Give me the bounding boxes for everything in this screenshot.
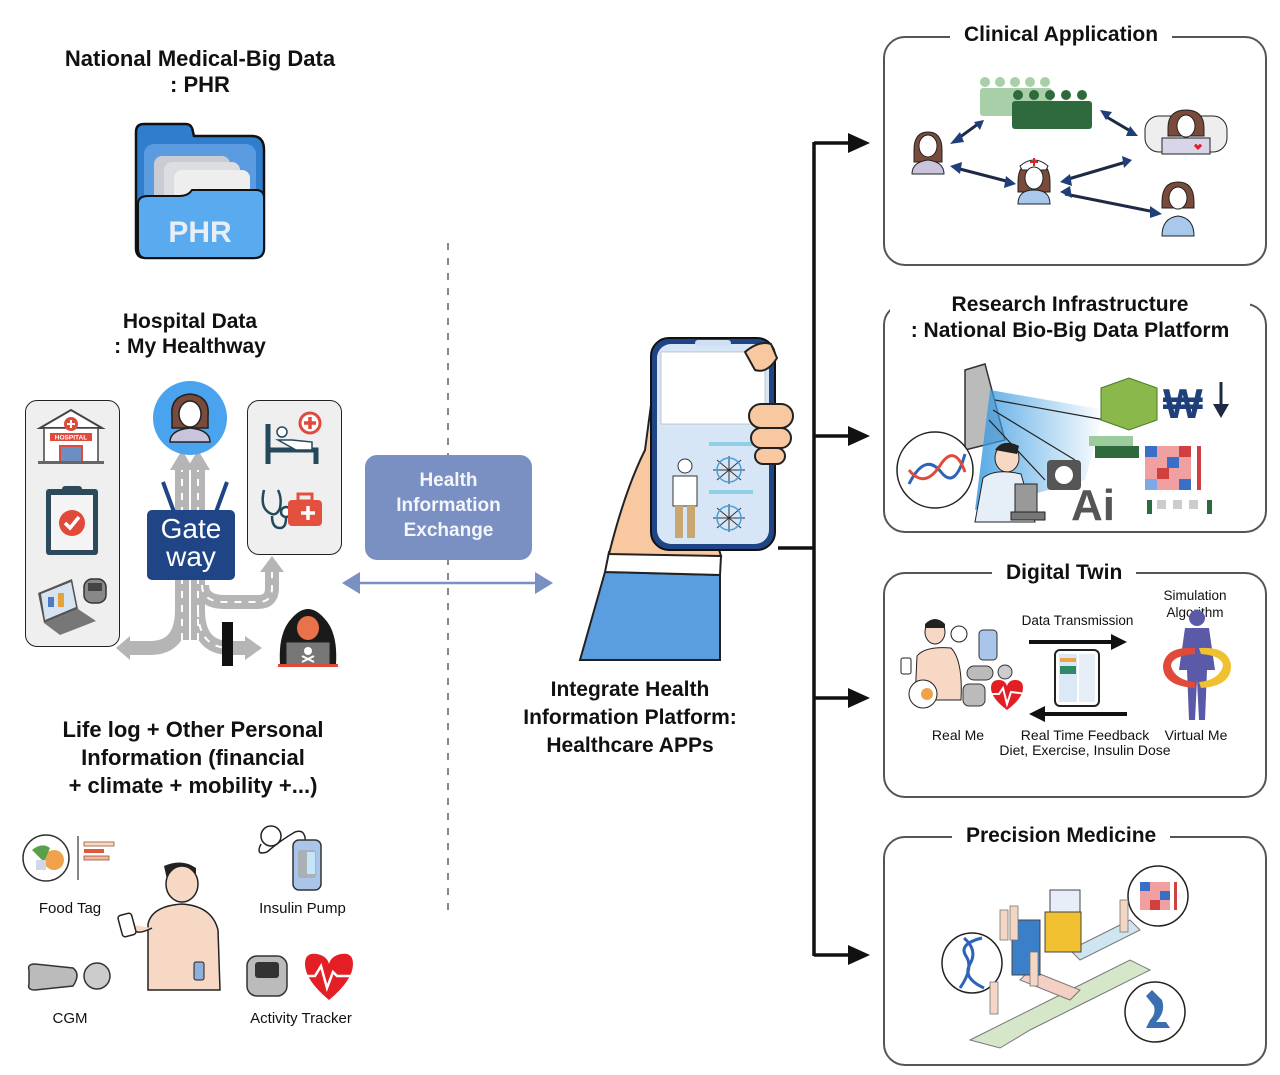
research-title-line2: : National Bio-Big Data Platform xyxy=(910,318,1230,342)
simulation-line1: Simulation xyxy=(1163,588,1227,603)
ai-label: Ai xyxy=(1071,481,1115,530)
hospital-bed-icon xyxy=(265,411,322,464)
feedback-line1: Real Time Feedback xyxy=(1020,727,1150,743)
strong-patient-icon xyxy=(1144,109,1228,155)
gateway-label-line1: Gate xyxy=(160,513,222,544)
hospital-title-line1: Hospital Data xyxy=(122,310,258,333)
arrow-to-clinical xyxy=(848,133,870,153)
down-arrow-icon xyxy=(1213,404,1229,418)
patient-avatar-icon xyxy=(153,381,227,455)
research-illustration: Ai ₩ xyxy=(896,363,1229,530)
cgm-sensor-icon xyxy=(27,962,111,991)
patient-person-icon xyxy=(911,131,945,175)
gateway-antennas xyxy=(161,481,229,513)
patient-with-devices-icon xyxy=(117,862,221,991)
food-plate-icon xyxy=(22,834,115,882)
hie-line1: Health xyxy=(419,470,478,491)
hospital-sign-text: HOSPITAL xyxy=(55,435,87,442)
block-bar xyxy=(222,622,233,666)
phr-title: National Medical-Big Data : PHR xyxy=(20,46,380,98)
gateway-box: Gate way xyxy=(147,510,235,580)
smartwatch-heart-icon xyxy=(246,953,357,1000)
clinical-records-box xyxy=(247,400,342,555)
stethoscope-medkit-icon xyxy=(261,489,322,530)
platform-line3: Healthcare APPs xyxy=(546,734,714,757)
precision-medicine-illustration xyxy=(941,865,1189,1049)
lifelog-title: Life log + Other Personal Information (f… xyxy=(20,716,366,800)
lifelog-line2: Information (financial xyxy=(81,745,305,770)
distribution-connector xyxy=(778,133,870,965)
hie-line2: Information xyxy=(396,495,501,516)
feedback-arrow-left xyxy=(1029,706,1127,722)
research-title-line1: Research Infrastructure xyxy=(951,293,1189,316)
hie-bidirectional-arrow xyxy=(342,572,553,594)
nurse-icon xyxy=(1017,158,1051,205)
hospital-data-title: Hospital Data : My Healthway xyxy=(40,310,340,360)
virtual-me-body-icon xyxy=(1163,610,1231,720)
scientist-microscope-icon xyxy=(974,442,1046,523)
doctor-icon xyxy=(1161,181,1195,237)
device-label-cgm: CGM xyxy=(52,1010,88,1027)
device-label-food-tag: Food Tag xyxy=(38,900,102,917)
device-label-insulin-pump: Insulin Pump xyxy=(259,900,346,917)
panel-title-digital-twin: Digital Twin xyxy=(992,560,1137,586)
hacker-icon xyxy=(278,609,338,667)
panel-title-precision: Precision Medicine xyxy=(952,823,1171,849)
money-stack-icon xyxy=(1100,377,1158,431)
hand-holding-phone-icon xyxy=(578,337,794,661)
data-transmission-label: Data Transmission xyxy=(1021,613,1134,628)
phr-folder-icon: PHR xyxy=(134,122,266,260)
gateway-label-line2: way xyxy=(166,541,216,572)
virtual-me-label: Virtual Me xyxy=(1164,727,1228,743)
clipboard-check-icon xyxy=(46,486,98,555)
divider-dashed-line xyxy=(447,243,449,913)
transmission-arrow-right xyxy=(1029,634,1127,650)
real-me-label: Real Me xyxy=(931,727,985,743)
platform-line2: Information Platform: xyxy=(523,706,737,729)
heatmap-icon xyxy=(1145,446,1201,490)
hospital-title-line2: : My Healthway xyxy=(114,334,266,358)
hospital-icon: HOSPITAL xyxy=(36,408,106,464)
arrow-to-precision xyxy=(848,945,870,965)
lifelog-line1: Life log + Other Personal xyxy=(62,717,324,742)
hie-box: Health Information Exchange xyxy=(365,455,532,560)
platform-title: Integrate Health Information Platform: H… xyxy=(490,676,770,760)
hie-line3: Exchange xyxy=(403,520,494,541)
platform-line1: Integrate Health xyxy=(550,678,710,701)
panel-title-clinical: Clinical Application xyxy=(950,22,1173,48)
panel-title-research: Research Infrastructure : National Bio-B… xyxy=(890,292,1250,344)
feedback-label: Real Time Feedback Diet, Exercise, Insul… xyxy=(990,728,1180,758)
insulin-pump-icon xyxy=(258,825,322,891)
phr-title-line1: National Medical-Big Data xyxy=(64,46,336,71)
clinical-network-illustration xyxy=(911,77,1228,237)
phr-title-line2: : PHR xyxy=(170,71,230,97)
won-currency-icon: ₩ xyxy=(1163,380,1203,427)
device-label-activity-tracker: Activity Tracker xyxy=(250,1010,352,1027)
digital-twin-illustration xyxy=(900,610,1231,722)
arrow-to-digital-twin xyxy=(848,688,870,708)
phr-folder-label: PHR xyxy=(168,216,232,249)
arrow-to-research xyxy=(848,426,870,446)
ai-chip-icon: Ai xyxy=(1047,460,1115,530)
tablet-dashboard-icon xyxy=(1054,649,1100,707)
laptop-watch-icon xyxy=(38,578,107,635)
lifelog-line3: + climate + mobility +...) xyxy=(68,773,318,798)
real-me-person-icon xyxy=(900,619,962,709)
feedback-line2: Diet, Exercise, Insulin Dose xyxy=(999,742,1171,758)
